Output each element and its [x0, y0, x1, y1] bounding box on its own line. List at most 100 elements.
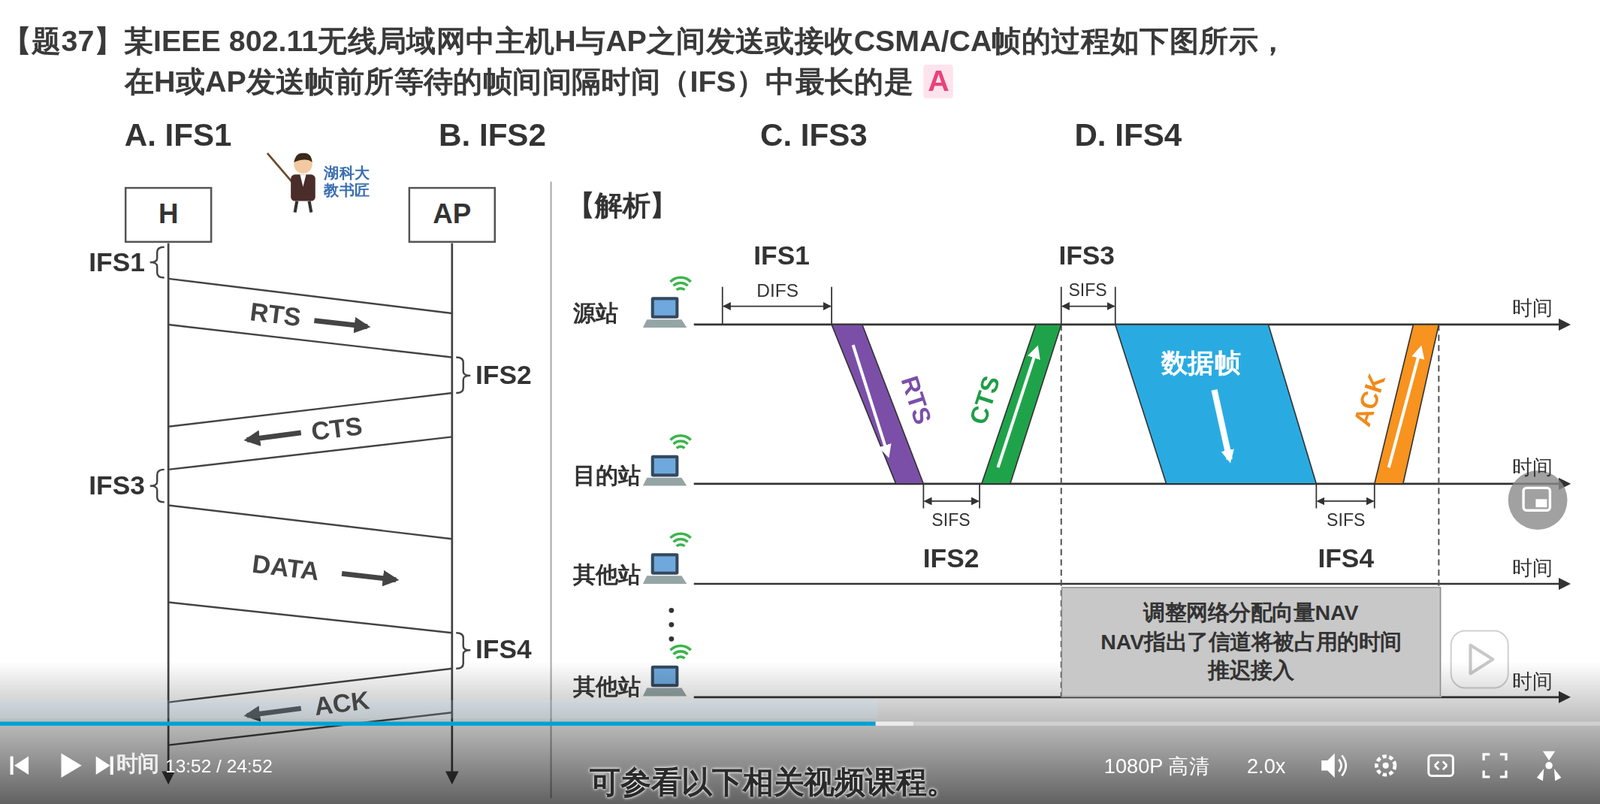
frame-direction-arrow — [1388, 349, 1421, 468]
interval-tick — [1315, 483, 1317, 509]
frame-outline — [168, 278, 453, 358]
interval-tick — [830, 286, 833, 325]
option-label: A. IFS1 — [124, 117, 233, 154]
speed-label: 2.0x — [1246, 754, 1286, 779]
next-icon — [110, 756, 114, 775]
interval-name: SIFS — [931, 510, 970, 532]
frame-label: ACK — [1347, 370, 1391, 430]
station-label: 其他站 — [573, 673, 641, 700]
question-title: 【题37】某IEEE 802.11无线局域网中主机H与AP之间发送或接收CSMA… — [2, 20, 1574, 103]
direction-arrow — [341, 573, 396, 580]
interval-arrow — [924, 500, 979, 502]
avatar-shirt — [299, 174, 306, 187]
floating-button — [1508, 470, 1568, 530]
widescreen-icon — [1428, 754, 1454, 776]
frame-label: RTS — [895, 372, 938, 429]
avatar-caption: 湖科大 教书匠 — [321, 163, 373, 200]
node-text: AP — [432, 196, 471, 233]
progress-track — [0, 721, 1600, 725]
interval-label: IFS1 — [753, 241, 810, 272]
interval-tick — [1060, 286, 1063, 325]
settings-icon — [1376, 756, 1395, 775]
interval-tick — [978, 483, 981, 509]
settings-icon — [1382, 762, 1389, 769]
video-timestamp: 13:52 / 24:52 — [165, 755, 273, 777]
interval-tick — [1114, 286, 1117, 325]
station-icon — [643, 533, 692, 584]
extra-icon — [1545, 761, 1553, 770]
progress-buffer — [875, 721, 914, 725]
interval-name: SIFS — [1068, 280, 1107, 302]
avatar-body — [290, 174, 316, 201]
widescreen-icon — [1434, 760, 1447, 770]
video-subtitle: 可参看以下相关视频课程。 — [589, 764, 957, 800]
station-icon — [643, 277, 692, 328]
nav-box: 调整网络分配向量NAV NAV指出了信道将被占用的时间 推迟接入 — [1061, 586, 1441, 698]
axis-label: 时间 — [1512, 670, 1553, 694]
interval-brace — [150, 469, 165, 502]
interval-label: IFS2 — [923, 543, 980, 575]
interval-arrow — [1317, 500, 1374, 502]
video-player-overlay — [0, 470, 1600, 804]
axis-label: 时间 — [1512, 455, 1553, 480]
interval-label: IFS1 — [88, 247, 145, 279]
station-label: 源站 — [573, 300, 619, 327]
frame-direction-arrow — [1214, 389, 1230, 459]
axis-label: 时间 — [1512, 556, 1553, 580]
interval-tick — [721, 286, 724, 325]
ack-frame — [1374, 324, 1440, 484]
time-axis — [694, 483, 1569, 486]
interval-label: IFS3 — [1058, 241, 1115, 272]
quality-label: 1080P 高清 — [1104, 754, 1210, 779]
interval-label: IFS2 — [475, 360, 532, 392]
direction-arrow — [313, 320, 368, 327]
data-frame — [1115, 324, 1317, 484]
direction-arrow — [247, 432, 302, 441]
answer-mark: A — [923, 64, 954, 99]
prev-icon — [10, 756, 14, 775]
frame-label: CTS — [309, 410, 364, 447]
play-icon — [61, 753, 82, 779]
axis-label: 时间 — [116, 751, 160, 776]
next-icon — [96, 756, 111, 775]
avatar-hair — [293, 153, 312, 163]
teacher-avatar — [267, 153, 316, 213]
ellipsis-dot — [668, 621, 674, 628]
interval-brace — [455, 356, 471, 393]
avatar-leg — [295, 201, 298, 213]
interval-brace — [150, 247, 165, 278]
option-label: D. IFS4 — [1074, 117, 1182, 154]
pip-icon — [1523, 487, 1550, 511]
ellipsis-dot — [668, 607, 674, 613]
fullscreen-icon — [1483, 754, 1507, 777]
prev-icon — [14, 756, 29, 775]
option-label: C. IFS3 — [760, 117, 868, 154]
access-point-box: AP — [407, 187, 496, 244]
section-heading: 【解析】 — [567, 190, 678, 222]
interval-arrow — [1062, 305, 1114, 308]
pointer-stick — [267, 153, 293, 182]
timing-diagram — [643, 277, 1569, 698]
node-text: 调整网络分配向量NAV NAV指出了信道将被占用的时间 推迟接入 — [1070, 598, 1432, 686]
interval-label: IFS4 — [475, 634, 532, 666]
frame-label: RTS — [248, 296, 303, 333]
interval-tick — [922, 483, 924, 509]
frame-outline — [168, 392, 453, 470]
frame-label: CTS — [963, 372, 1006, 429]
pip-icon — [1535, 498, 1547, 508]
station-icon — [643, 435, 692, 487]
frame-direction-arrow — [853, 344, 888, 454]
frame-label: DATA — [250, 548, 321, 586]
volume-icon — [1321, 753, 1335, 779]
frame-label: 数据帧 — [1161, 347, 1241, 379]
option-label: B. IFS2 — [438, 117, 547, 154]
progress-played — [0, 721, 876, 725]
interval-arrow — [723, 305, 831, 308]
station-label: 目的站 — [573, 462, 641, 489]
volume-icon — [1338, 754, 1347, 776]
host-box: H — [124, 187, 213, 244]
station-label: 其他站 — [573, 561, 641, 588]
frame-direction-arrow — [998, 349, 1038, 468]
node-text: H — [158, 196, 179, 233]
axis-label: 时间 — [1512, 296, 1553, 320]
